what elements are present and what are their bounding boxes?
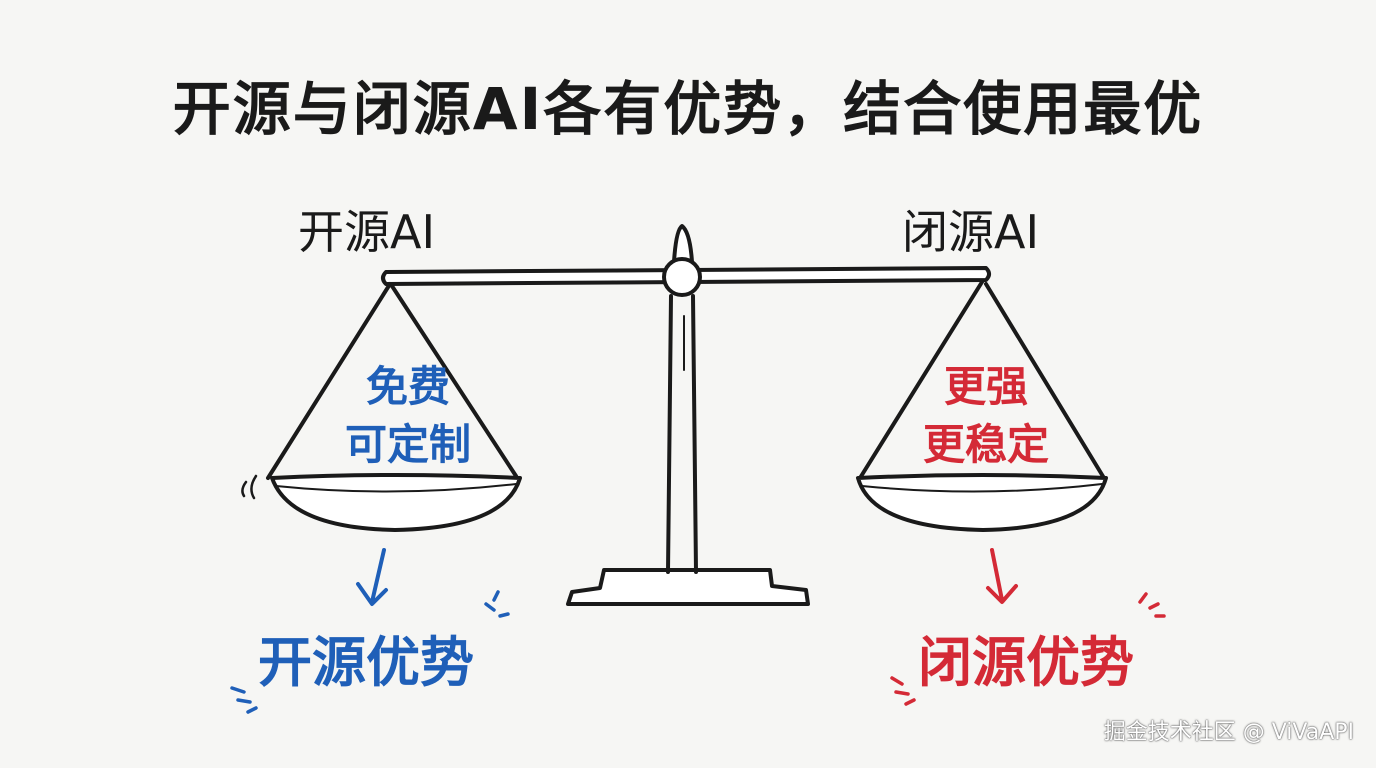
left-arrow [356, 548, 388, 606]
open-source-label: 开源AI [298, 205, 436, 259]
left-pan-text: 免费 可定制 [318, 358, 498, 474]
left-pan-line: 免费 [365, 362, 450, 411]
right-pan-strings [858, 280, 1106, 480]
left-pan [270, 473, 522, 532]
closed-source-advantage: 闭源优势 [918, 631, 1134, 694]
scale-finial [672, 224, 694, 264]
left-pan-strings [266, 282, 518, 480]
right-emphasis-marks [890, 592, 1166, 706]
scale-pivot [662, 257, 702, 297]
right-arrow [986, 548, 1018, 604]
right-pan-line: 更强 [943, 362, 1028, 411]
open-source-advantage: 开源优势 [258, 631, 474, 694]
scale-base [566, 568, 810, 606]
left-pan-line: 可定制 [344, 420, 471, 469]
right-pan [856, 473, 1108, 532]
diagram-title: 开源与闭源AI各有优势，结合使用最优 [172, 75, 1204, 143]
watermark: 掘金技术社区 @ ViVaAPI [1103, 720, 1354, 745]
left-emphasis-marks [230, 590, 510, 714]
scale-pillar [666, 294, 698, 574]
right-pan-text: 更强 更稳定 [896, 358, 1076, 474]
closed-source-label: 闭源AI [902, 205, 1040, 259]
right-pan-line: 更稳定 [922, 420, 1049, 469]
